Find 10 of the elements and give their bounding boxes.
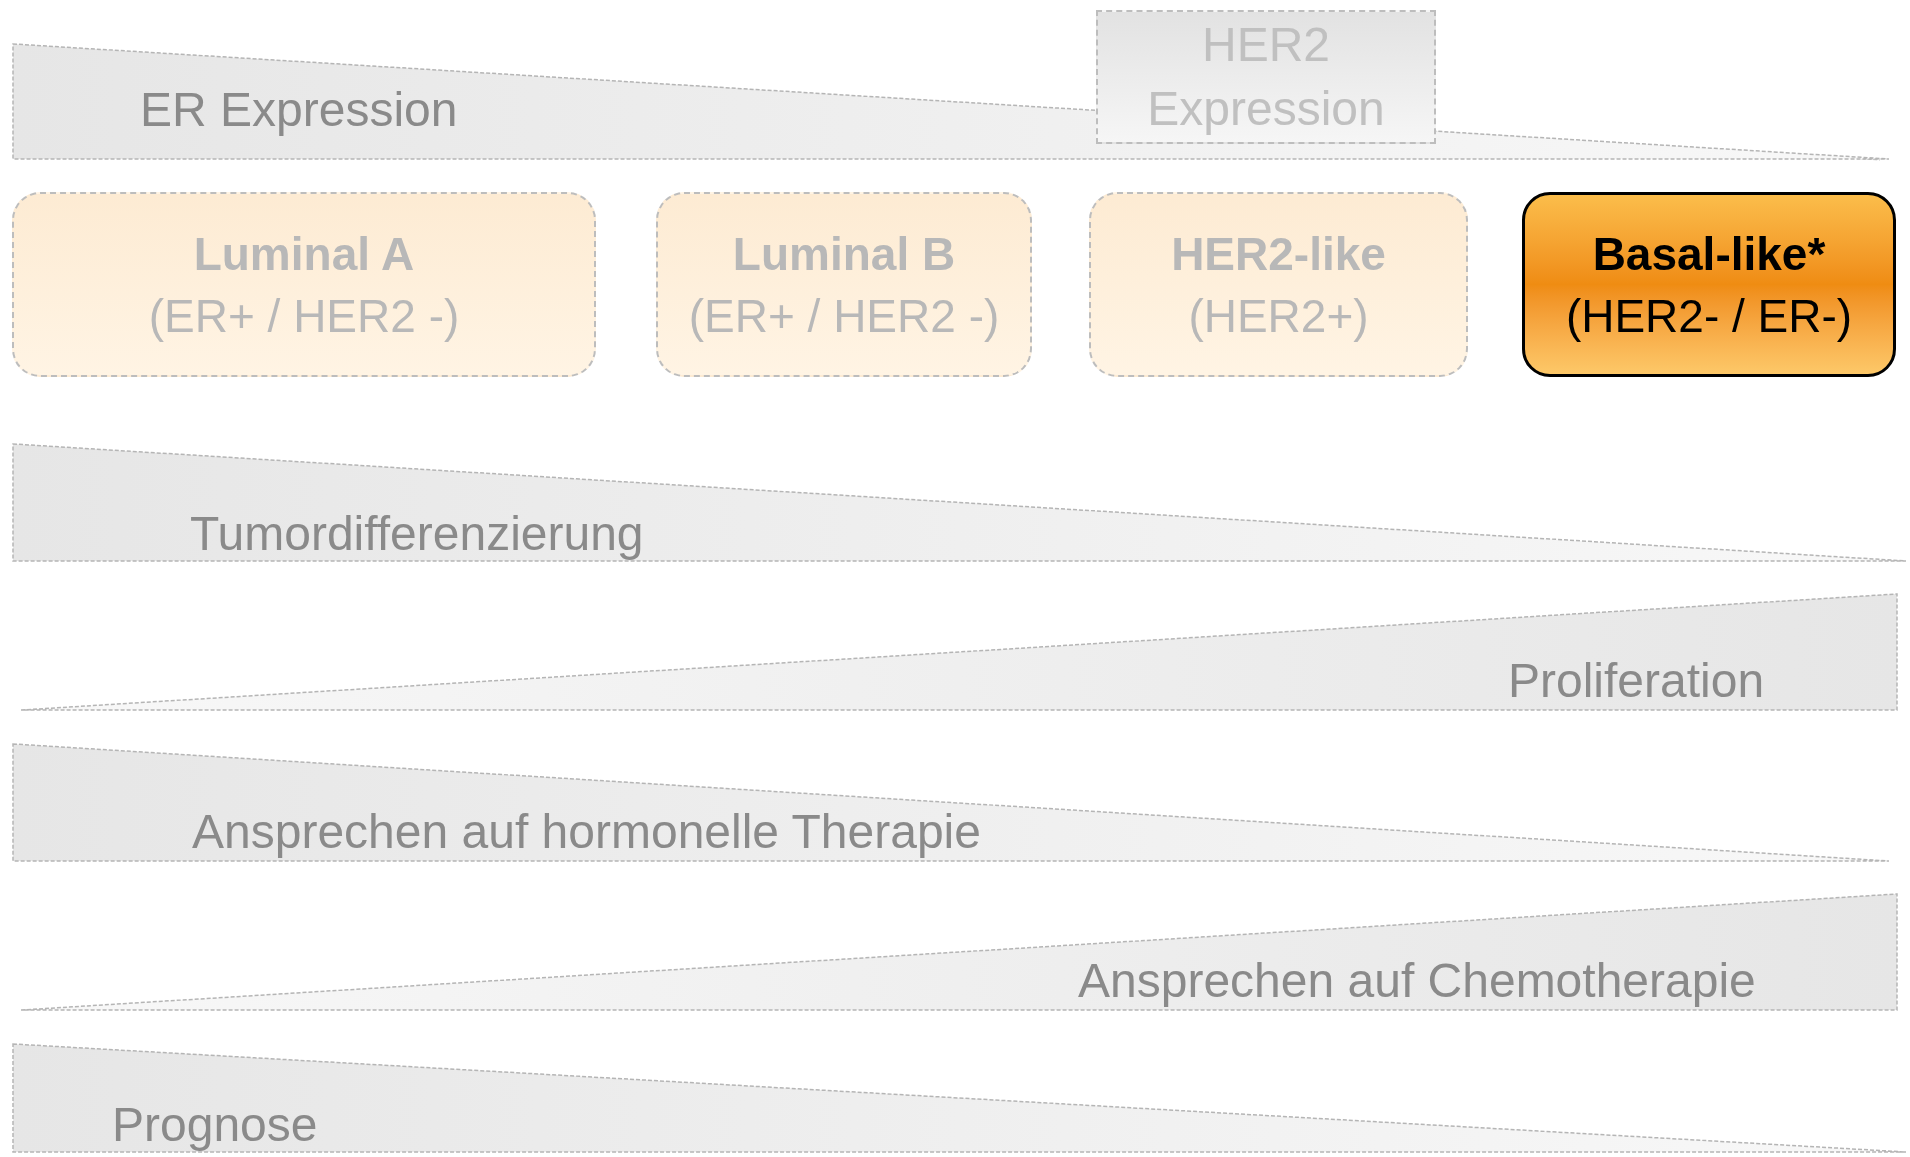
subtype-box: HER2-like (HER2+) bbox=[1089, 192, 1468, 377]
subtype-box: Basal-like* (HER2- / ER-) bbox=[1522, 192, 1896, 377]
wedge-label: Tumordifferenzierung bbox=[190, 510, 644, 558]
subtype-box: Luminal B (ER+ / HER2 -) bbox=[656, 192, 1032, 377]
wedge-label: Ansprechen auf Chemotherapie bbox=[1078, 957, 1756, 1005]
subtype-box: Luminal A (ER+ / HER2 -) bbox=[12, 192, 596, 377]
wedge-label: Ansprechen auf hormonelle Therapie bbox=[192, 808, 981, 856]
wedge-label: ER Expression bbox=[140, 86, 458, 134]
wedge-label: Prognose bbox=[112, 1101, 318, 1149]
wedge-label: Proliferation bbox=[1508, 657, 1765, 705]
